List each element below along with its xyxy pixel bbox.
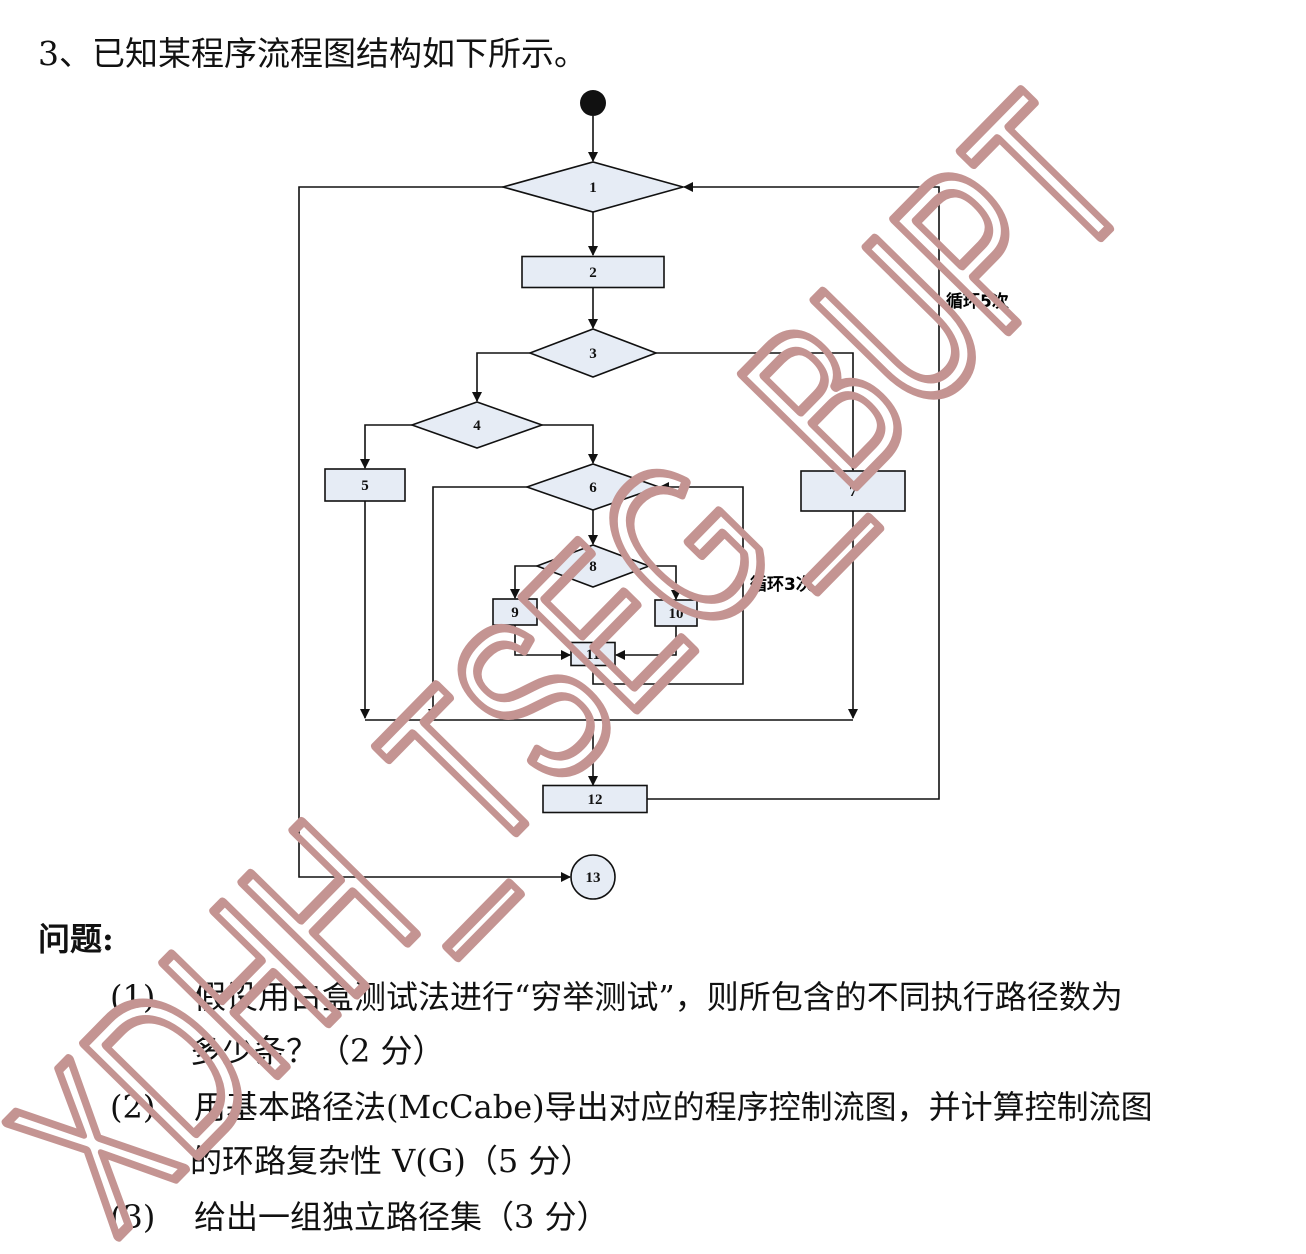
node-2-shape (521, 255, 665, 289)
question-text: 用基本路径法(McCabe)导出对应的程序控制流图，并计算控制流图 (194, 1088, 1153, 1126)
node-7-shape (800, 470, 906, 512)
flow-edge (592, 482, 744, 685)
problems-heading: 问题: (38, 920, 114, 958)
node-1-shape (500, 161, 686, 213)
node-12-shape (542, 784, 648, 814)
question-title: 3、已知某程序流程图结构如下所示。 (38, 34, 587, 73)
node-6-label: 6 (589, 480, 597, 496)
flow-edge (298, 186, 571, 882)
node-3-shape (527, 328, 659, 378)
flow-edge (360, 424, 412, 469)
question-item-3: (3) 给出一组独立路径集（3 分） (110, 1190, 609, 1244)
node-2-label: 2 (589, 265, 597, 281)
question-item-2: (2) 用基本路径法(McCabe)导出对应的程序控制流图，并计算控制流图 的环路… (110, 1080, 1153, 1188)
node-10: 10 (654, 599, 698, 627)
question-text-cont: 多少条？（2 分） (190, 1032, 445, 1070)
node-13: 13 (570, 854, 616, 900)
flow-edge (615, 626, 677, 660)
question-item-1: (1) 假设用白盒测试法进行“穷举测试”，则所包含的不同执行路径数为 多少条？（2… (110, 970, 1123, 1078)
flow-edge (428, 486, 527, 719)
loop-inner-label: 循环3次 (750, 574, 813, 595)
node-9: 9 (492, 598, 538, 626)
question-text: 给出一组独立路径集（3 分） (194, 1198, 609, 1236)
node-1-label: 1 (589, 180, 597, 196)
node-5-shape (324, 468, 406, 502)
node-5-label: 5 (361, 478, 369, 494)
node-12-label: 12 (588, 792, 603, 808)
node-10-label: 10 (669, 606, 684, 622)
flowchart-edges (298, 116, 940, 882)
flow-edge (542, 424, 598, 464)
question-number: (2) (110, 1088, 156, 1126)
node-10-shape (654, 599, 698, 627)
flow-edge (472, 352, 530, 402)
node-11-shape (570, 641, 616, 667)
question-number: (3) (110, 1198, 156, 1236)
question-text-cont: 的环路复杂性 V(G)（5 分） (190, 1142, 593, 1180)
node-13-shape (570, 854, 616, 900)
node-4-label: 4 (473, 418, 481, 434)
node-6: 6 (524, 463, 662, 511)
node-9-shape (492, 598, 538, 626)
node-7: 7 (800, 470, 906, 512)
question-text: 假设用白盒测试法进行“穷举测试”，则所包含的不同执行路径数为 (194, 978, 1123, 1016)
node-8-label: 8 (589, 559, 597, 575)
node-12: 12 (542, 784, 648, 814)
node-13-label: 13 (586, 870, 601, 886)
node-11-label: 11 (586, 647, 600, 663)
node-8: 8 (534, 544, 652, 588)
node-2: 2 (521, 255, 665, 289)
node-4: 4 (409, 401, 545, 449)
node-3-label: 3 (589, 346, 597, 362)
loop-outer-label: 循环5次 (946, 291, 1009, 312)
flow-edge (510, 565, 537, 599)
flow-edge (514, 625, 571, 660)
node-8-shape (534, 544, 652, 588)
node-1: 1 (500, 161, 686, 213)
question-number: (1) (110, 978, 156, 1016)
node-7-label: 7 (849, 484, 857, 500)
node-4-shape (409, 401, 545, 449)
start-node (580, 90, 606, 116)
flow-edge (656, 352, 858, 471)
node-9-label: 9 (511, 605, 519, 621)
node-3: 3 (527, 328, 659, 378)
flow-edge (649, 565, 681, 600)
node-6-shape (524, 463, 662, 511)
node-5: 5 (324, 468, 406, 502)
node-11: 11 (570, 641, 616, 667)
flow-edge (647, 182, 940, 800)
